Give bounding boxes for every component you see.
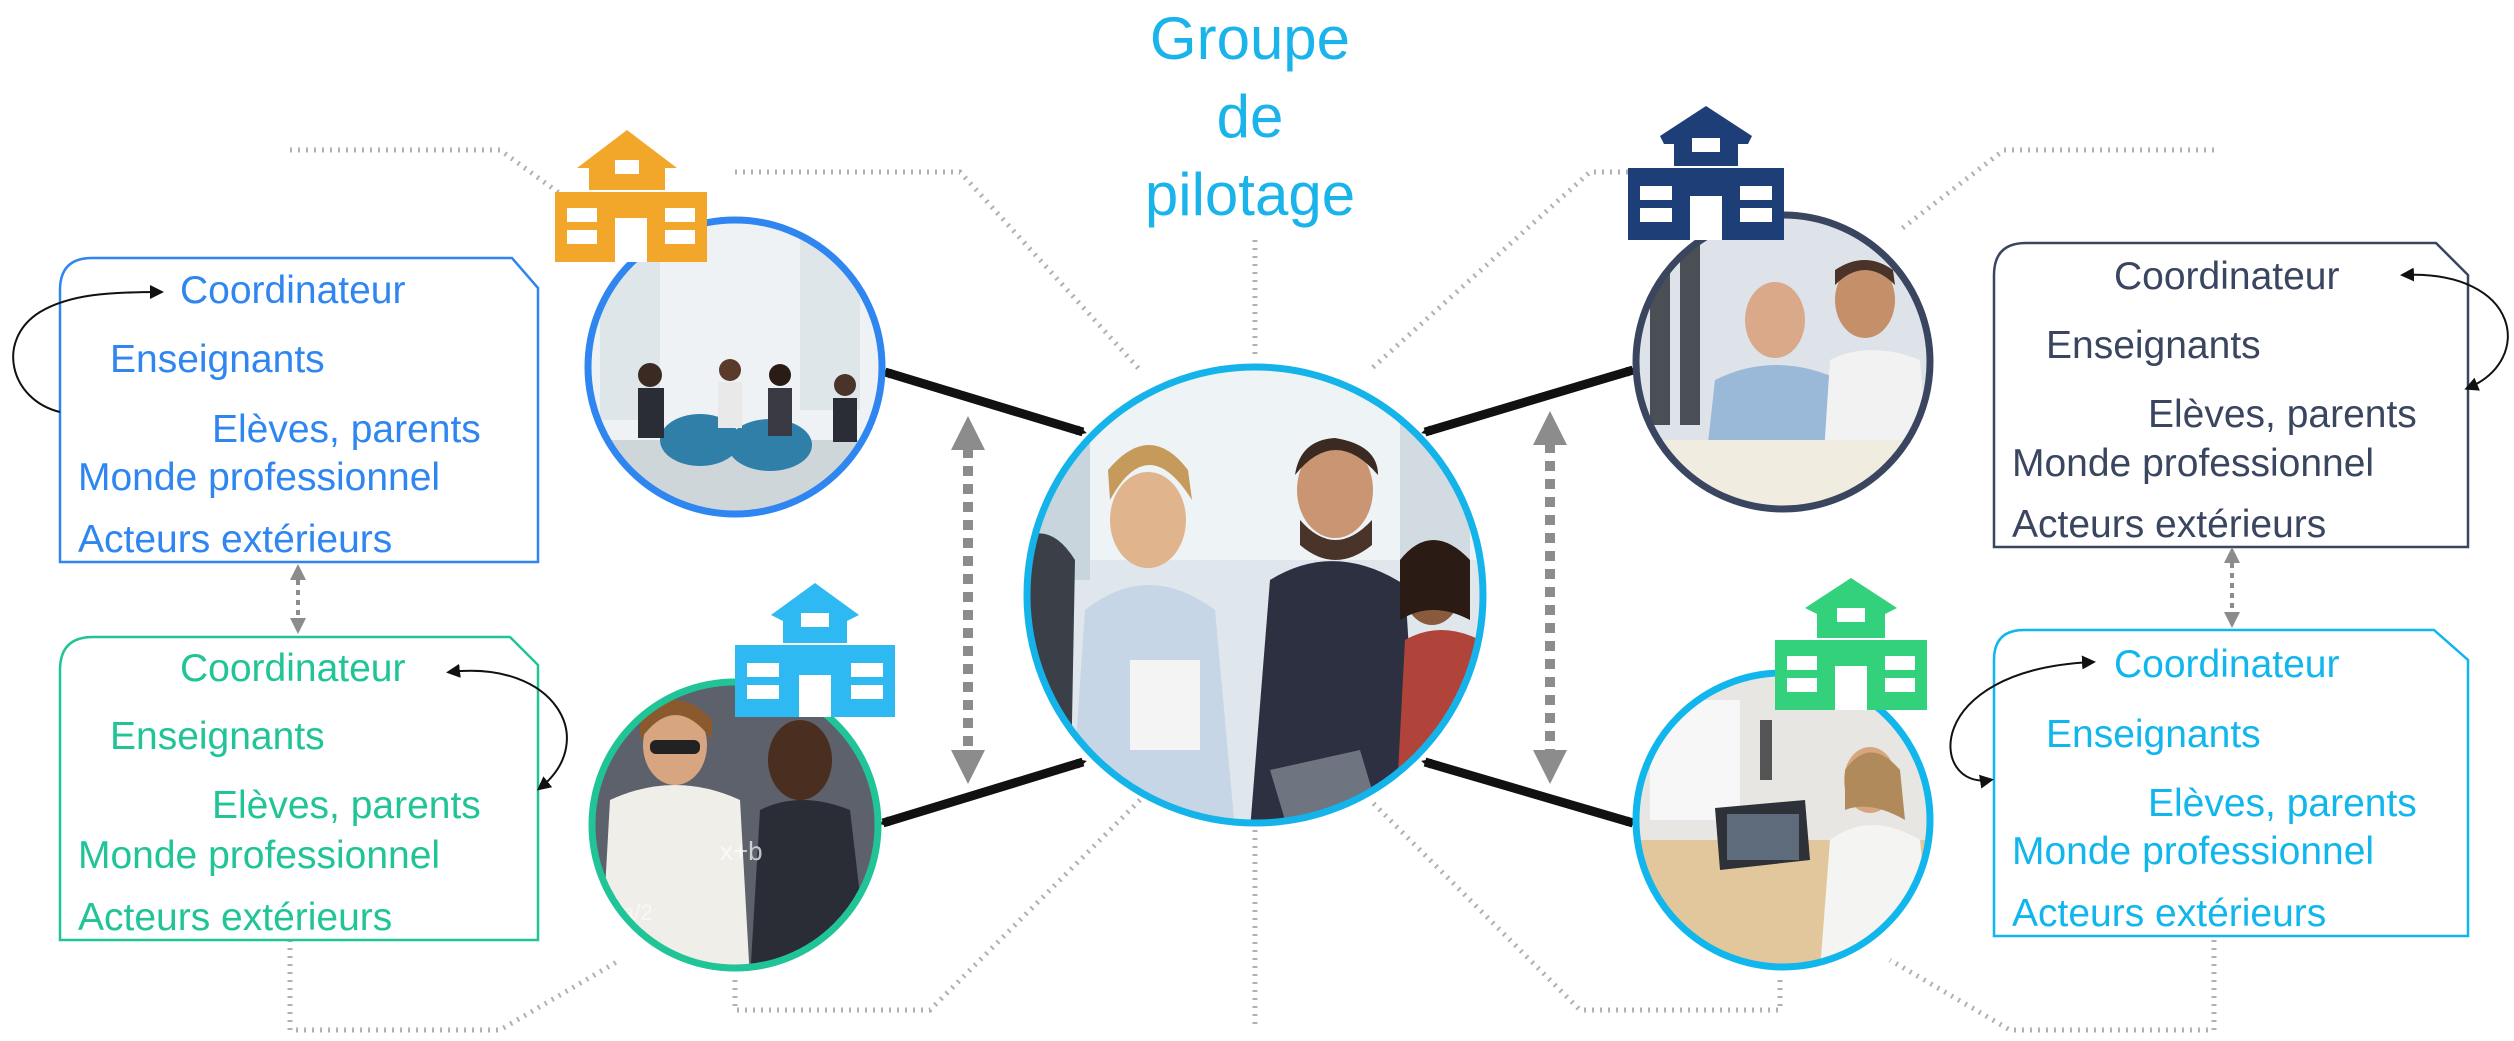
card-label-enseignants: Enseignants xyxy=(110,338,325,381)
curve-arrow-bottom-right xyxy=(1949,655,2096,789)
photo-center xyxy=(1030,370,1480,820)
card-label-monde-professionnel: Monde professionnel xyxy=(2012,830,2375,873)
card-label-acteurs-exterieurs: Acteurs extérieurs xyxy=(78,896,393,939)
card-label-enseignants: Enseignants xyxy=(2046,324,2261,367)
card-label-enseignants: Enseignants xyxy=(2046,713,2261,756)
connector-bottom-right xyxy=(1421,757,1637,828)
card-label-monde-professionnel: Monde professionnel xyxy=(2012,442,2375,485)
card-label-coordinateur: Coordinateur xyxy=(180,269,406,312)
school-icon-top-right xyxy=(1628,106,1784,240)
curve-arrow-top-left xyxy=(12,285,164,413)
connector-top-left xyxy=(881,367,1087,437)
photo-center-ring xyxy=(1023,363,1487,827)
outline-left-lower xyxy=(287,900,622,1033)
outline-right-outer xyxy=(1898,147,2214,232)
card-label-acteurs-exterieurs: Acteurs extérieurs xyxy=(2012,892,2327,935)
card-label-acteurs-exterieurs: Acteurs extérieurs xyxy=(78,518,393,561)
outline-right-lower xyxy=(1888,900,2217,1033)
outline-left-outer xyxy=(290,147,612,233)
connector-bottom-left xyxy=(879,757,1087,828)
card-label-acteurs-exterieurs: Acteurs extérieurs xyxy=(2012,503,2327,546)
card-label-monde-professionnel: Monde professionnel xyxy=(78,834,441,877)
card-label-enseignants: Enseignants xyxy=(110,715,325,758)
svg-text:x+b: x+b xyxy=(720,836,763,866)
school-icon-bottom-right xyxy=(1775,578,1927,710)
photo-top-left xyxy=(590,222,880,512)
card-top-right xyxy=(1992,241,2470,549)
dotted-outlines xyxy=(287,147,2217,1033)
photo-bottom-left: x+b √a/2 xyxy=(595,685,875,965)
outline-inner-right-bottom xyxy=(1368,798,1783,1013)
connector-top-right xyxy=(1421,365,1637,437)
school-icon-bottom-left xyxy=(735,583,895,717)
card-label-coordinateur: Coordinateur xyxy=(2114,255,2340,298)
card-bottom-right xyxy=(1992,628,2470,938)
card-label-eleves-parents: Elèves, parents xyxy=(212,784,481,827)
card-label-eleves-parents: Elèves, parents xyxy=(2148,782,2417,825)
curve-arrow-top-right xyxy=(2400,267,2509,391)
card-label-eleves-parents: Elèves, parents xyxy=(2148,393,2417,436)
title-line-3: pilotage xyxy=(1144,161,1356,228)
card-bottom-left xyxy=(58,635,540,942)
card-label-coordinateur: Coordinateur xyxy=(180,647,406,690)
curve-arrow-bottom-left xyxy=(446,663,568,791)
photo-top-left-ring xyxy=(584,216,886,518)
school-icon-top-left xyxy=(555,130,707,262)
card-label-eleves-parents: Elèves, parents xyxy=(212,408,481,451)
title-line-1: Groupe xyxy=(1149,5,1351,72)
card-label-coordinateur: Coordinateur xyxy=(2114,643,2340,686)
title-line-2: de xyxy=(1216,83,1284,150)
outline-inner-left xyxy=(735,169,1142,372)
diagram-title: Groupe de pilotage xyxy=(1100,0,1400,234)
card-label-monde-professionnel: Monde professionnel xyxy=(78,456,441,499)
card-top-left xyxy=(58,256,540,564)
